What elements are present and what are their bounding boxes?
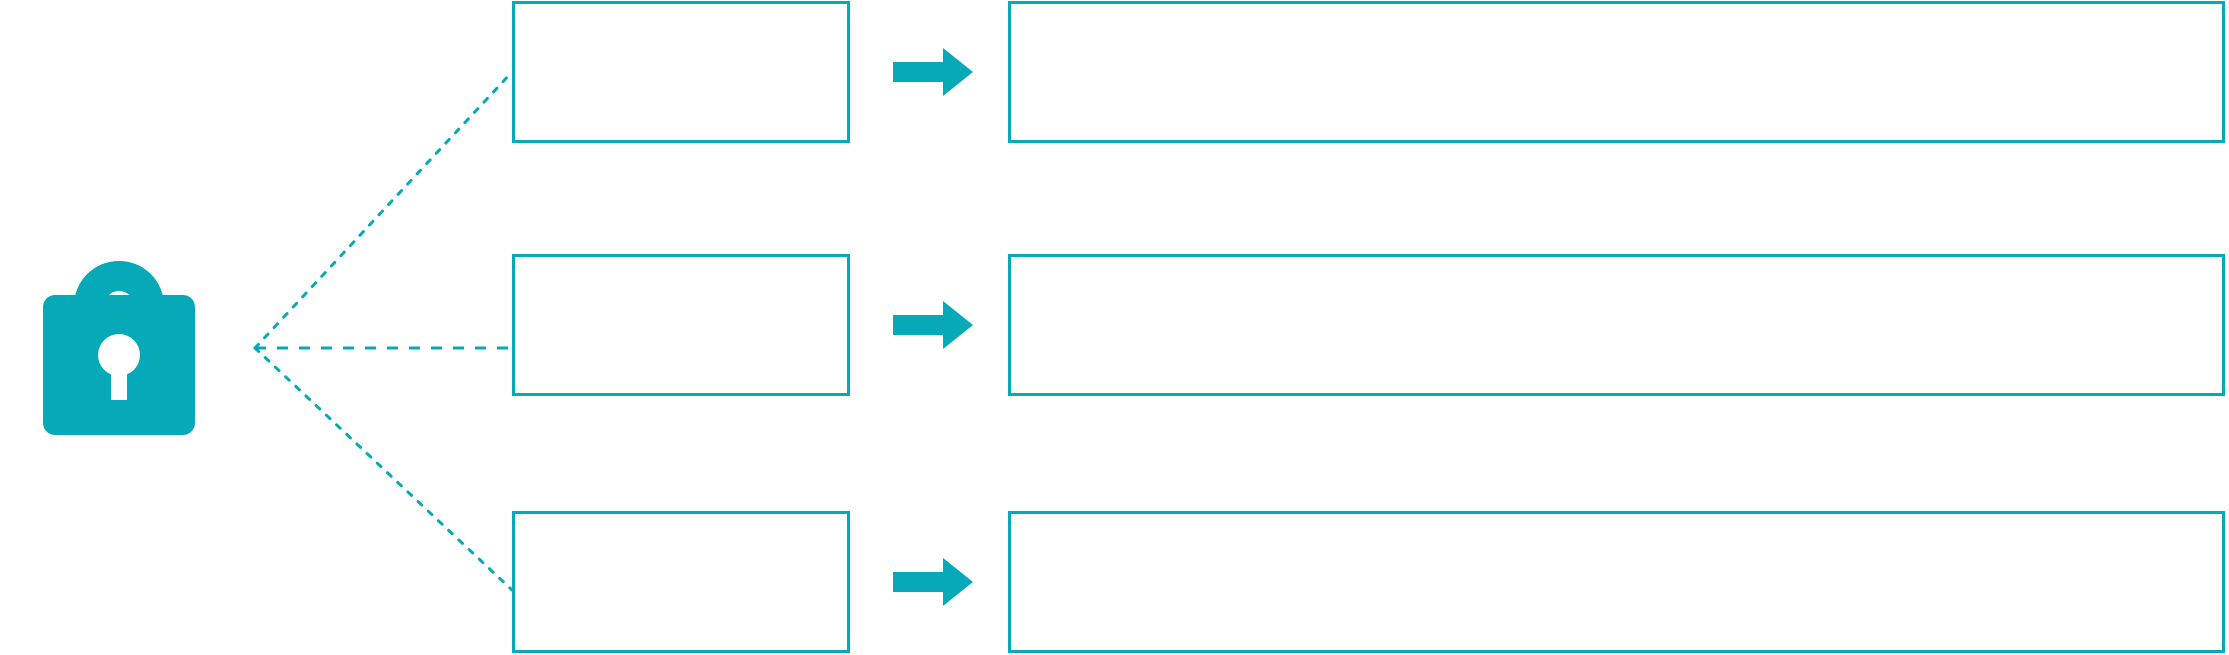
- left-box-row-2[interactable]: [512, 254, 850, 396]
- left-box-row-3[interactable]: [512, 511, 850, 653]
- right-box-row-3[interactable]: [1008, 511, 2225, 653]
- arrow-right-icon: [893, 48, 973, 96]
- arrow-right-icon: [893, 558, 973, 606]
- connector-to-row-3: [253, 346, 514, 592]
- right-box-row-2[interactable]: [1008, 254, 2225, 396]
- left-box-row-2-label: [515, 257, 847, 285]
- left-box-row-1[interactable]: [512, 1, 850, 143]
- left-box-row-1-label: [515, 4, 847, 32]
- right-box-row-3-label: [1011, 514, 2222, 542]
- connector-to-row-1: [253, 70, 514, 350]
- right-box-row-2-label: [1011, 257, 2222, 285]
- arrow-right-icon: [893, 301, 973, 349]
- lock-icon: [28, 210, 228, 442]
- left-box-row-3-label: [515, 514, 847, 542]
- right-box-row-1-label: [1011, 4, 2222, 32]
- right-box-row-1[interactable]: [1008, 1, 2225, 143]
